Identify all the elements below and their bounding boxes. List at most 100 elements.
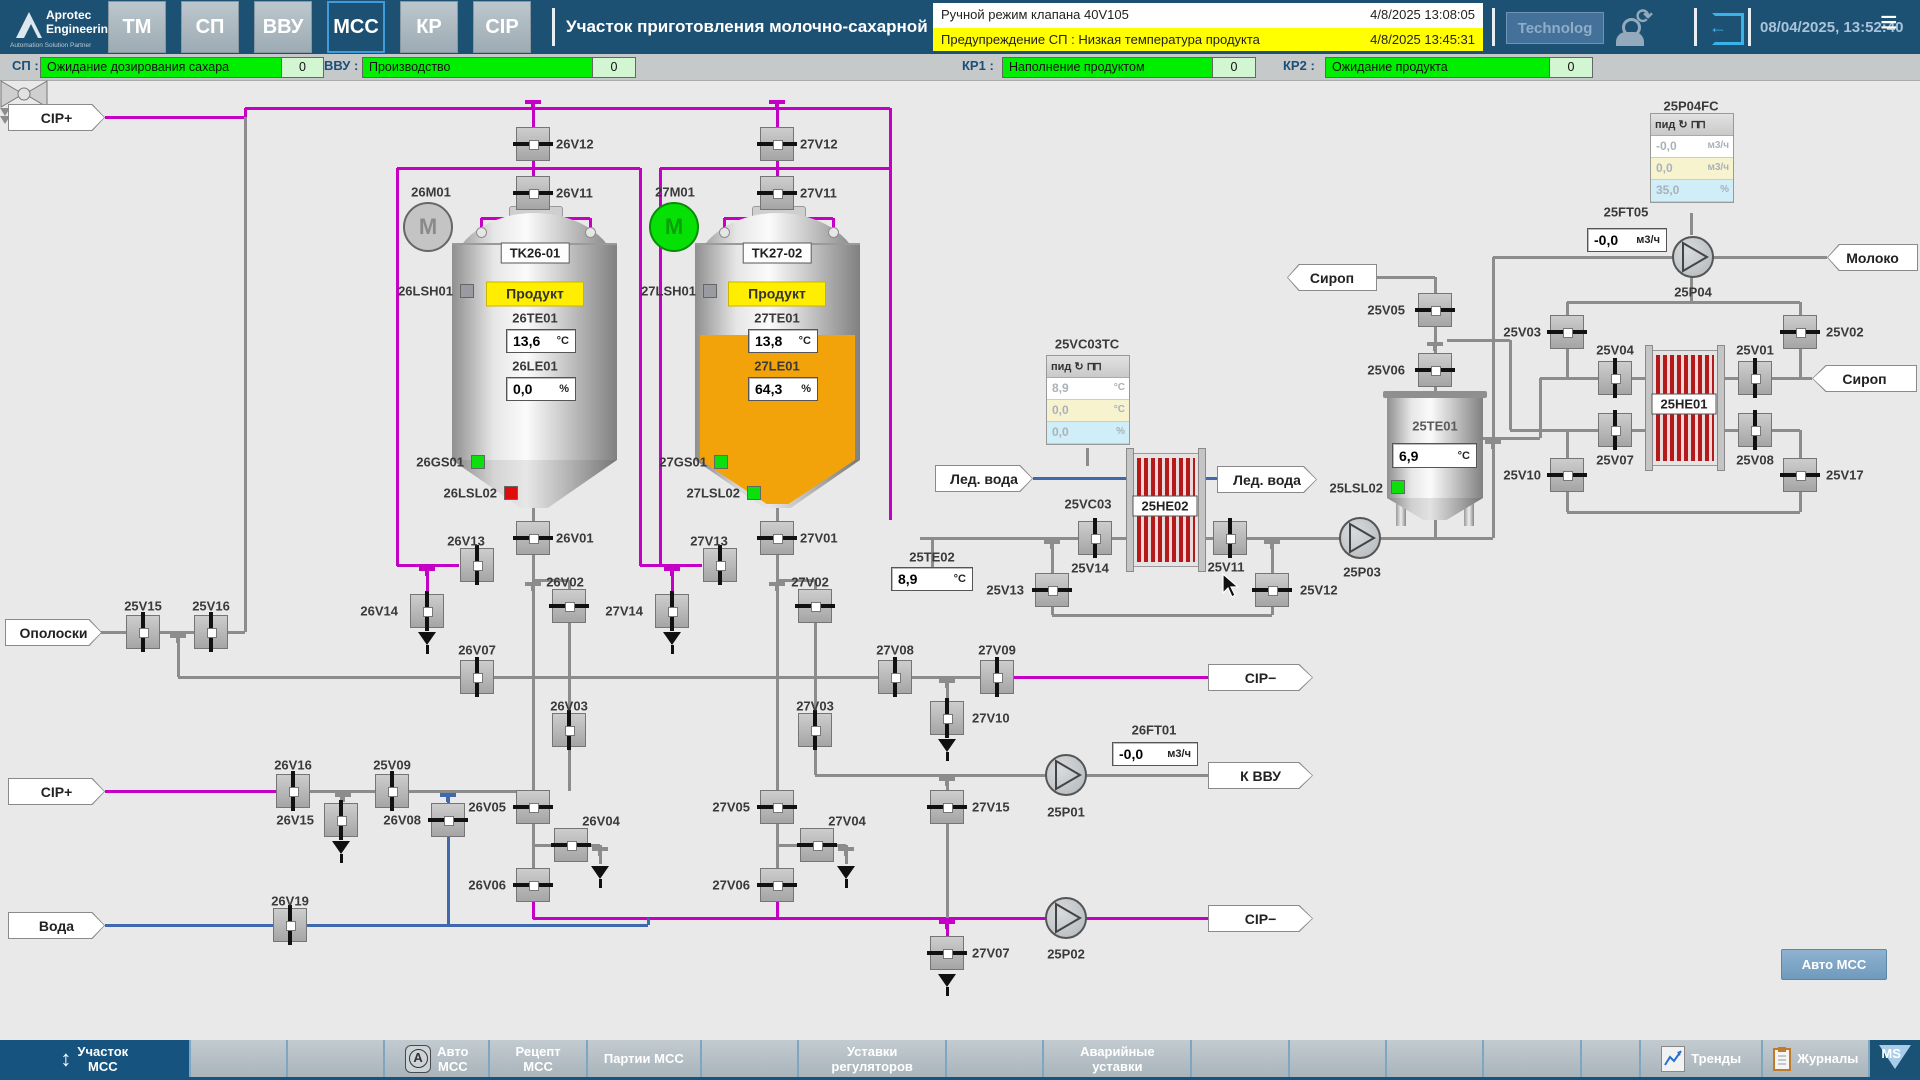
valve-25V15[interactable] bbox=[126, 612, 160, 652]
valve-26V11[interactable] bbox=[513, 176, 553, 210]
valve-26V14[interactable] bbox=[410, 591, 444, 631]
alarm-row-warning[interactable]: Предупреждение СП : Низкая температура п… bbox=[933, 28, 1483, 51]
valve-27V02[interactable] bbox=[795, 589, 835, 623]
valve-26V06[interactable] bbox=[513, 868, 553, 902]
control-valve-25VC03[interactable] bbox=[0, 80, 48, 108]
valve-25V08[interactable] bbox=[1738, 410, 1772, 450]
valve-27V15[interactable] bbox=[927, 790, 967, 824]
valve-27V03[interactable] bbox=[798, 710, 832, 750]
valve-25V14[interactable] bbox=[1078, 518, 1112, 558]
motor-27M01[interactable]: M bbox=[649, 202, 699, 252]
drain-stem bbox=[340, 854, 343, 863]
valve-26V15[interactable] bbox=[324, 800, 358, 840]
user-switch-icon[interactable]: ⟳ bbox=[1614, 6, 1658, 46]
ms-logo[interactable]: MS bbox=[1870, 1040, 1920, 1077]
valve-25V03[interactable] bbox=[1547, 315, 1587, 349]
valve-26V04[interactable] bbox=[551, 828, 591, 862]
valve-26V03[interactable] bbox=[552, 710, 586, 750]
valve-25V06[interactable] bbox=[1415, 353, 1455, 387]
valve-26V08[interactable] bbox=[428, 803, 468, 837]
valve-27V13[interactable] bbox=[703, 545, 737, 585]
valve-27V11[interactable] bbox=[757, 176, 797, 210]
tab-CIP[interactable]: CIP bbox=[473, 1, 531, 53]
flag-bg bbox=[1209, 665, 1312, 690]
tag-label-25V10: 25V10 bbox=[1503, 467, 1541, 483]
toolbar-button-empty[interactable] bbox=[947, 1040, 1043, 1077]
toolbar-button-empty[interactable] bbox=[1192, 1040, 1288, 1077]
valve-26V16[interactable] bbox=[276, 771, 310, 811]
toolbar-button-empty[interactable] bbox=[1289, 1040, 1385, 1077]
valve-center bbox=[529, 140, 539, 150]
valve-25V05[interactable] bbox=[1415, 293, 1455, 327]
valve-25V01[interactable] bbox=[1738, 358, 1772, 398]
valve-27V14[interactable] bbox=[655, 591, 689, 631]
valve-25V07[interactable] bbox=[1598, 410, 1632, 450]
auto-mcc-button[interactable]: Авто МСС bbox=[1781, 949, 1887, 980]
toolbar-button-empty[interactable] bbox=[287, 1040, 384, 1077]
valve-25V09[interactable] bbox=[375, 771, 409, 811]
valve-26V13[interactable] bbox=[460, 545, 494, 585]
pipe bbox=[723, 218, 726, 230]
pipe-tee bbox=[1491, 442, 1495, 449]
valve-27V08[interactable] bbox=[878, 657, 912, 697]
toolbar-button-Партии МСС[interactable]: Партии МСС bbox=[587, 1040, 700, 1077]
toolbar-button-empty[interactable] bbox=[1386, 1040, 1483, 1077]
valve-26V05[interactable] bbox=[513, 790, 553, 824]
valve-27V09[interactable] bbox=[980, 657, 1014, 697]
valve-25V10[interactable] bbox=[1547, 458, 1587, 492]
valve-27V12[interactable] bbox=[757, 127, 797, 161]
user-technolog-button[interactable]: Technolog bbox=[1506, 12, 1604, 44]
tab-КР[interactable]: КР bbox=[400, 1, 458, 53]
toolbar-button-empty[interactable] bbox=[1581, 1040, 1640, 1077]
tab-СП[interactable]: СП bbox=[181, 1, 239, 53]
pipe-tee bbox=[598, 849, 602, 856]
valve-25V17[interactable] bbox=[1780, 458, 1820, 492]
logout-icon[interactable]: ← bbox=[1709, 13, 1744, 45]
toolbar-button-empty[interactable] bbox=[701, 1040, 798, 1077]
toolbar-button-empty[interactable] bbox=[190, 1040, 286, 1077]
valve-26V02[interactable] bbox=[549, 589, 589, 623]
valve-25V12[interactable] bbox=[1252, 573, 1292, 607]
valve-26V12[interactable] bbox=[513, 127, 553, 161]
pump-25P02[interactable] bbox=[1045, 897, 1087, 939]
valve-27V10[interactable] bbox=[930, 698, 964, 738]
valve-27V01[interactable] bbox=[757, 521, 797, 555]
motor-26M01[interactable]: M bbox=[403, 202, 453, 252]
pump-25P04[interactable] bbox=[1672, 236, 1714, 278]
tab-МСС[interactable]: МСС bbox=[327, 1, 385, 53]
alarm-box[interactable]: Ручной режим клапана 40V105 4/8/2025 13:… bbox=[933, 3, 1483, 51]
toolbar-button-Тренды[interactable]: Тренды bbox=[1641, 1040, 1762, 1077]
pipe bbox=[814, 580, 817, 775]
tab-ТМ[interactable]: ТМ bbox=[108, 1, 166, 53]
valve-25V13[interactable] bbox=[1032, 573, 1072, 607]
valve-25V11[interactable] bbox=[1213, 518, 1247, 558]
pump-25P03[interactable] bbox=[1339, 517, 1381, 559]
toolbar-button-empty[interactable] bbox=[1484, 1040, 1580, 1077]
tab-ВВУ[interactable]: ВВУ bbox=[254, 1, 312, 53]
alarm-row-info[interactable]: Ручной режим клапана 40V105 4/8/2025 13:… bbox=[933, 3, 1483, 26]
pump-25P01[interactable] bbox=[1045, 754, 1087, 796]
valve-26V19[interactable] bbox=[273, 905, 307, 945]
indicator-25LSL02 bbox=[1391, 480, 1405, 494]
valve-25V02[interactable] bbox=[1780, 315, 1820, 349]
valve-26V01[interactable] bbox=[513, 521, 553, 555]
valve-26V07[interactable] bbox=[460, 657, 494, 697]
valve-25V04[interactable] bbox=[1598, 358, 1632, 398]
tag-label-27V14: 27V14 bbox=[605, 603, 643, 619]
valve-27V06[interactable] bbox=[757, 868, 797, 902]
valve-27V04[interactable] bbox=[797, 828, 837, 862]
valve-27V05[interactable] bbox=[757, 790, 797, 824]
hamburger-menu-icon[interactable]: ≡ bbox=[1880, 6, 1898, 39]
toolbar-button-Журналы[interactable]: Журналы bbox=[1763, 1040, 1869, 1077]
tag-label-26V04: 26V04 bbox=[582, 813, 620, 829]
trend-chart-icon bbox=[1661, 1045, 1686, 1072]
valve-25V16[interactable] bbox=[194, 612, 228, 652]
valve-27V07[interactable] bbox=[927, 936, 967, 970]
